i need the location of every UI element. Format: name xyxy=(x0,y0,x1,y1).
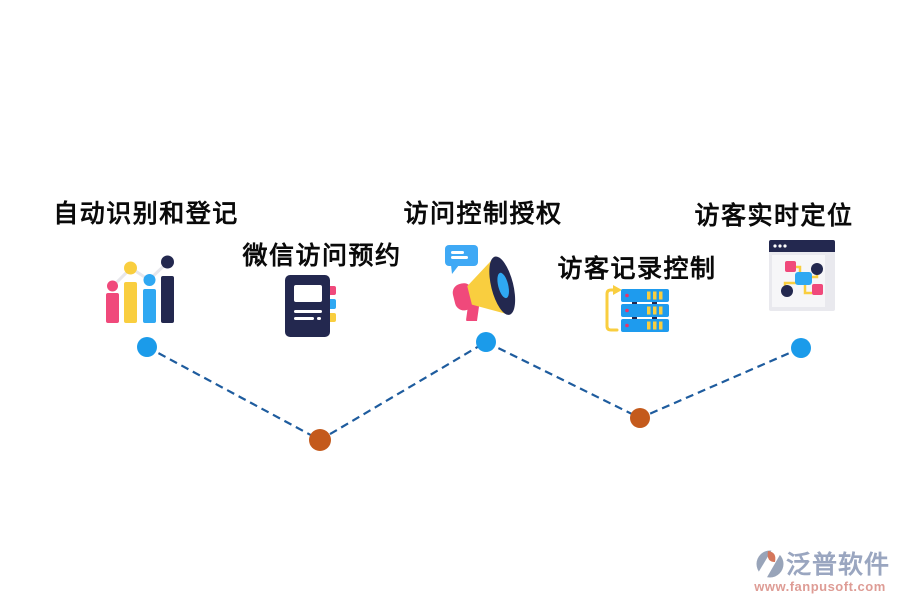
label-auto-identify-register: 自动识别和登记 xyxy=(53,200,239,228)
megaphone-icon xyxy=(445,245,516,321)
notebook-icon xyxy=(285,275,336,337)
label-visitor-record-control: 访客记录控制 xyxy=(557,255,717,283)
label-wechat-visit-appointment: 微信访问预约 xyxy=(242,242,402,270)
milestone-dot-3 xyxy=(476,332,496,352)
watermark: 泛普软件 www.fanpusoft.com xyxy=(750,545,890,594)
label-visitor-realtime-location: 访客实时定位 xyxy=(694,202,854,230)
milestone-dot-2 xyxy=(309,429,331,451)
server-stack-icon xyxy=(605,285,669,332)
server-row xyxy=(621,319,669,332)
watermark-url: www.fanpusoft.com xyxy=(754,579,886,594)
server-row xyxy=(621,289,669,302)
bar-chart-icon xyxy=(106,255,174,323)
milestone-dot-5 xyxy=(791,338,811,358)
watermark-brand: 泛普软件 xyxy=(785,551,890,579)
milestone-dot-4 xyxy=(630,408,650,428)
fanpu-logo-icon xyxy=(756,548,784,579)
browser-flowchart-icon xyxy=(769,240,835,311)
server-row xyxy=(621,304,669,317)
milestone-dot-1 xyxy=(137,337,157,357)
dashed-line xyxy=(146,340,802,442)
label-access-control-authorization: 访问控制授权 xyxy=(403,200,563,228)
